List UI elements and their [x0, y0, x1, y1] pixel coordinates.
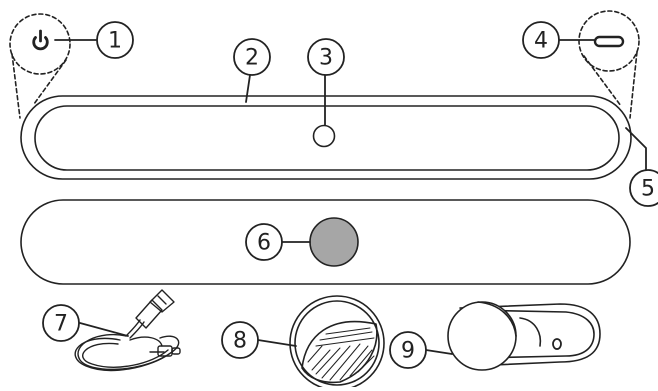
callout-number-3: 3 — [319, 46, 333, 71]
sensor-circle — [312, 124, 336, 148]
usb-c-zoom-detail — [578, 10, 640, 119]
leader-9 — [425, 349, 453, 355]
leader-8 — [257, 339, 297, 347]
adhesive-pad-disc — [289, 295, 385, 391]
wall-mount-ball — [447, 301, 517, 371]
callout-circle-1 — [96, 21, 134, 59]
wall-mount-screw-hole — [552, 338, 562, 350]
callout-number-9: 9 — [401, 339, 415, 364]
callout-circle-2 — [233, 38, 271, 76]
callout-number-5: 5 — [641, 177, 655, 202]
adhesive-pad-peeled-liner — [301, 320, 378, 384]
light-bar-inner-outline — [34, 105, 620, 171]
callout-circle-3 — [307, 38, 345, 76]
light-bar-outer-outline — [20, 95, 632, 180]
callout-circle-8 — [221, 321, 259, 359]
callout-numbers: 1 2 3 4 5 6 7 8 9 — [54, 29, 655, 364]
callout-number-7: 7 — [54, 312, 68, 337]
usb-c-port-icon — [593, 35, 625, 48]
callout-number-6: 6 — [257, 231, 271, 256]
power-zoom-lead-right — [33, 59, 67, 105]
callout-number-1: 1 — [108, 29, 122, 54]
callout-circle-6 — [245, 223, 283, 261]
adhesive-pad-hatching — [307, 327, 375, 381]
callout-circles — [42, 21, 658, 369]
usb-c-zoom-lead-left — [583, 55, 622, 107]
power-icon — [32, 29, 49, 51]
usb-cable-icon — [74, 289, 181, 372]
back-bar-outline — [20, 199, 631, 285]
leader-7 — [79, 322, 129, 337]
magnet-disc — [309, 217, 359, 267]
usb-c-zoom-lead-right — [629, 51, 638, 119]
callout-leaders — [54, 39, 647, 355]
leader-5 — [625, 127, 647, 171]
power-zoom-circle — [9, 13, 71, 75]
leader-2 — [245, 74, 251, 103]
power-zoom-detail — [9, 13, 71, 119]
callout-circle-4 — [522, 21, 560, 59]
wall-mount-illustration — [447, 301, 601, 371]
light-bar-top-view — [20, 95, 632, 180]
callout-number-4: 4 — [534, 29, 548, 54]
wall-mount-plate — [459, 303, 601, 367]
callout-number-2: 2 — [245, 46, 259, 71]
callout-number-8: 8 — [233, 329, 247, 354]
callout-circle-9 — [389, 331, 427, 369]
callout-circle-5 — [629, 169, 658, 207]
adhesive-pad-illustration — [289, 295, 385, 391]
light-bar-back-view — [20, 199, 631, 285]
usb-c-zoom-circle — [578, 10, 640, 72]
adhesive-pad-rim — [294, 300, 380, 386]
callout-circle-7 — [42, 304, 80, 342]
power-zoom-lead-left — [11, 53, 21, 119]
